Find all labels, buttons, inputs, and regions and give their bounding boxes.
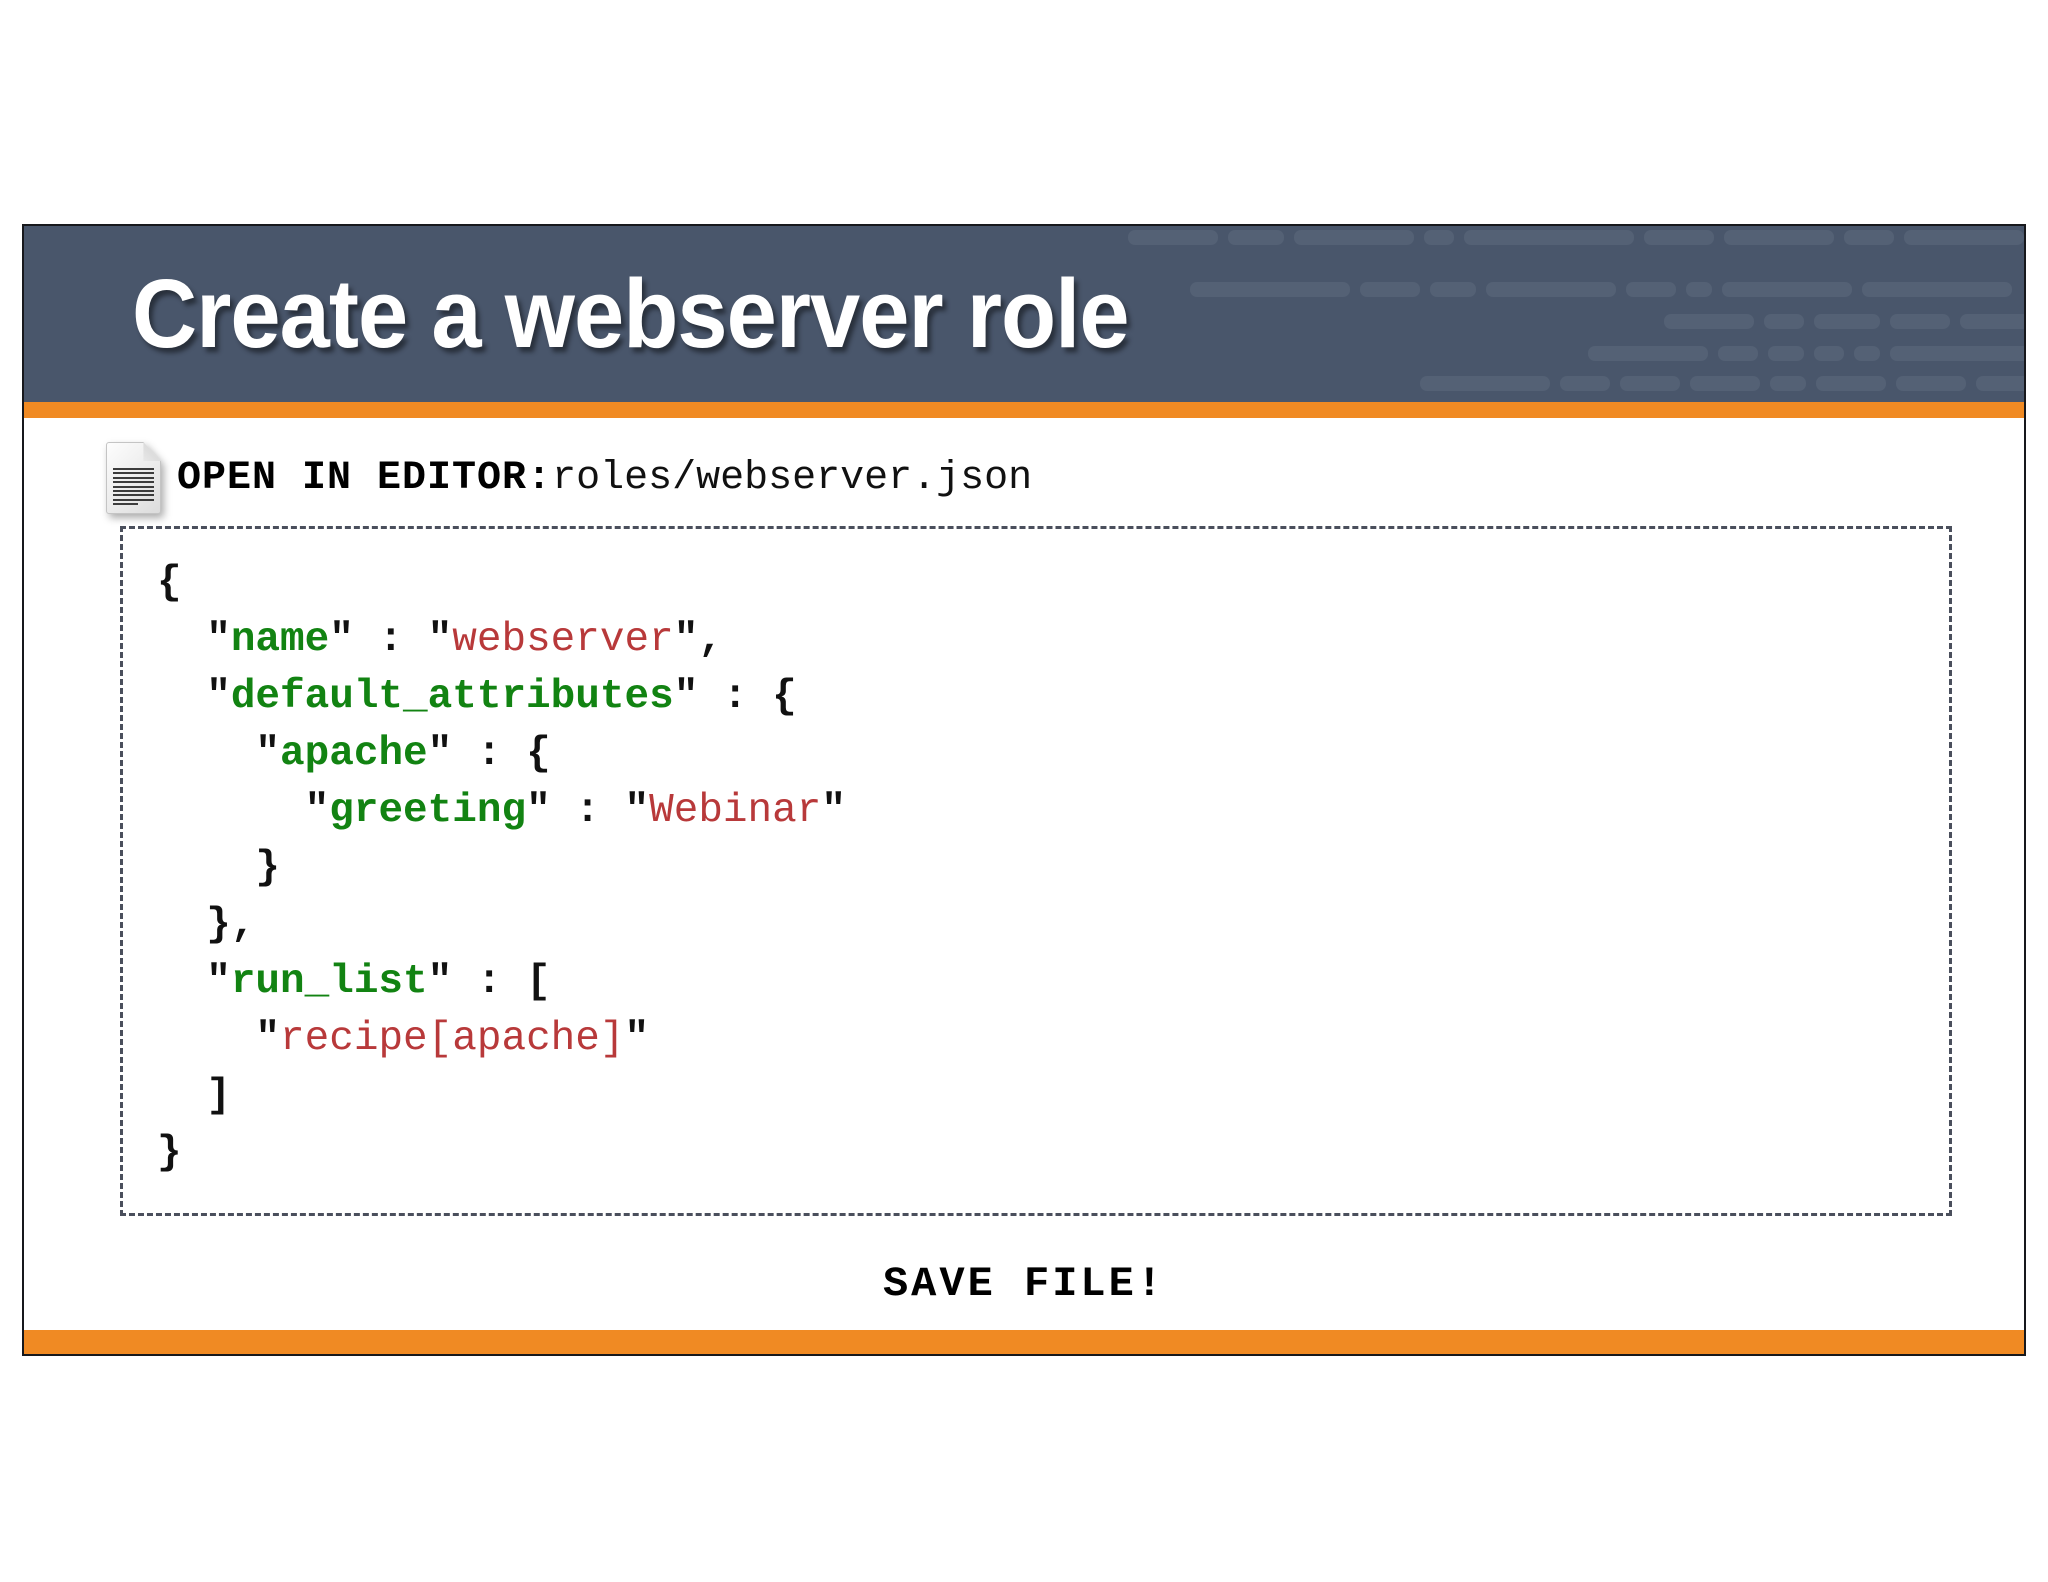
- open-in-editor-line: OPEN IN EDITOR: roles/webserver.json: [106, 438, 2024, 518]
- page-title: Create a webserver role: [132, 259, 1129, 368]
- slide: Create a webserver role OPEN IN EDITOR: …: [22, 224, 2026, 1356]
- save-file-instruction: SAVE FILE!: [882, 1260, 1166, 1308]
- document-icon: [106, 442, 161, 514]
- code-block: { "name" : "webserver", "default_attribu…: [120, 526, 1952, 1216]
- document-icon-fold: [143, 442, 161, 462]
- accent-rule-bottom: [24, 1330, 2024, 1354]
- open-in-editor-label: OPEN IN EDITOR:: [177, 455, 553, 501]
- document-icon-lines: [113, 468, 154, 505]
- accent-rule-top: [24, 402, 2024, 418]
- slide-header: Create a webserver role: [24, 226, 2024, 402]
- editor-file-path: roles/webserver.json: [552, 455, 1033, 501]
- slide-body: OPEN IN EDITOR: roles/webserver.json { "…: [24, 438, 2024, 1308]
- code-content: { "name" : "webserver", "default_attribu…: [157, 560, 846, 1176]
